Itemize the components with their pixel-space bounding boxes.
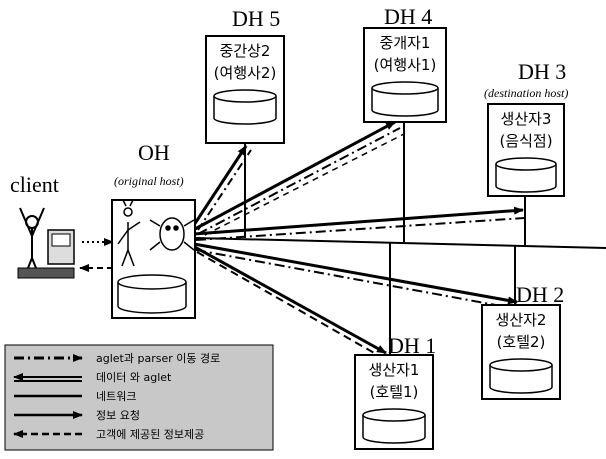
path-oh-dh3-aglet: [193, 206, 524, 236]
dh2-database-icon: [489, 358, 553, 394]
legend-label: aglet과 parser 이동 경로: [96, 352, 220, 365]
legend-background: [4, 344, 274, 451]
client-label: client: [10, 172, 59, 197]
dh3-sublabel: (destination host): [484, 86, 568, 100]
dh2-role: 생산자2: [496, 311, 547, 329]
path-oh-dh5-aglet: [190, 145, 248, 229]
dh3-database-icon: [495, 157, 557, 193]
legend-label: 네트워크: [96, 390, 136, 403]
dh3-role: 생산자3: [501, 110, 552, 128]
host-dh3: DH 3 (destination host) 생산자3 (음식점): [484, 59, 568, 197]
dh4-role-detail: (여행사1): [374, 56, 437, 74]
dh1-role-detail: (호텔1): [370, 383, 419, 401]
legend-label: 고객에 제공된 정보제공: [96, 428, 204, 441]
legend-item: 네트워크: [14, 390, 136, 403]
destination-hosts: DH 5 중간상2 (여행사2) DH 4 중개자1 (여행사1) DH 3 (destina…: [205, 4, 568, 450]
host-dh4: DH 4 중개자1 (여행사1): [363, 4, 447, 123]
dh3-label: DH 3: [518, 59, 566, 84]
oh-database-icon: [117, 274, 187, 314]
aglet-bug-icon: [149, 217, 195, 251]
dh3-role-detail: (음식점): [499, 132, 552, 150]
oh-sublabel: (original host): [114, 174, 184, 188]
host-dh1: DH 1 생산자1 (호텔1): [354, 333, 436, 450]
network-backbone: [194, 237, 606, 249]
dh2-role-detail: (호텔2): [497, 333, 546, 351]
dh5-label: DH 5: [232, 6, 280, 31]
dh4-role: 중개자1: [380, 34, 431, 52]
host-dh2: DH 2 생산자2 (호텔2): [481, 282, 564, 400]
path-oh-dh4-dashed: [194, 133, 405, 241]
dh1-database-icon: [362, 408, 426, 444]
legend-item: 데이터 와 aglet: [13, 371, 172, 384]
path-oh-dh1-dashed: [196, 251, 384, 359]
host-dh5: DH 5 중간상2 (여행사2): [205, 6, 285, 144]
path-oh-dh4-aglet: [192, 120, 396, 232]
path-oh-dh2-aglet: [193, 242, 518, 305]
legend-item: 고객에 제공된 정보제공: [13, 428, 204, 441]
agent-paths: [79, 120, 525, 359]
oh-node: OH (original host): [111, 140, 196, 319]
legend-item: 정보 요청: [14, 409, 140, 422]
dh4-label: DH 4: [384, 4, 432, 29]
client-computer-icon: [17, 229, 75, 279]
dh5-database-icon: [213, 89, 277, 125]
dh1-label: DH 1: [388, 333, 436, 358]
legend-item: aglet과 parser 이동 경로: [14, 352, 220, 365]
agent-person-icon: [117, 199, 141, 267]
legend-label: 정보 요청: [96, 409, 140, 422]
path-oh-dh2-data: [195, 249, 513, 309]
path-oh-dh3-data: [195, 217, 525, 241]
path-oh-dh1-aglet: [192, 244, 387, 355]
dh4-database-icon: [371, 81, 439, 117]
oh-label: OH: [138, 140, 170, 165]
client-node: client: [10, 172, 75, 279]
dh1-role: 생산자1: [369, 361, 420, 379]
dh5-role-detail: (여행사2): [214, 64, 277, 82]
legend-label: 데이터 와 aglet: [96, 371, 172, 384]
path-oh-dh5-return: [197, 149, 252, 231]
dh2-label: DH 2: [516, 282, 564, 307]
dh5-role: 중간상2: [220, 42, 271, 60]
path-oh-dh4-data: [197, 127, 401, 235]
